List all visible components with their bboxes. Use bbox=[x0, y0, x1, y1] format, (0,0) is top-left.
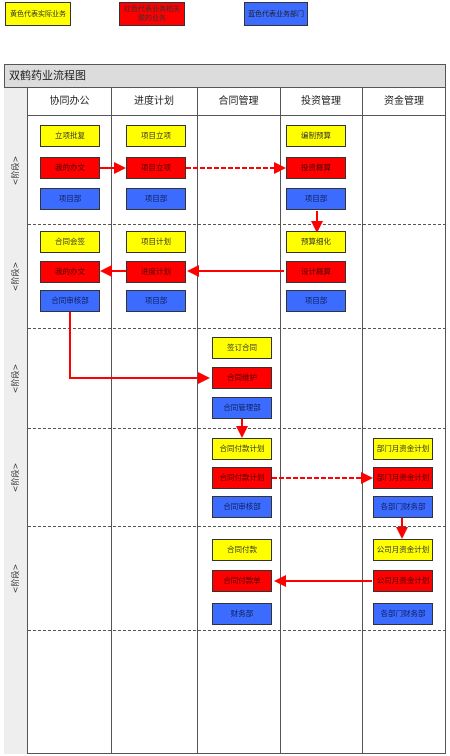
box-hetong-fukuan[interactable]: 合同付款 bbox=[212, 539, 272, 561]
box-xiangmubu-3[interactable]: 项目部 bbox=[286, 290, 346, 312]
box-gebumen-caiwubu[interactable]: 各部门财务部 bbox=[373, 496, 433, 518]
lane-divider bbox=[362, 88, 363, 754]
lane-divider bbox=[280, 88, 281, 754]
box-caiwubu[interactable]: 财务部 bbox=[212, 603, 272, 625]
box-gebumen-caiwubu-2[interactable]: 各部门财务部 bbox=[373, 603, 433, 625]
box-hetong-weihu[interactable]: 合同维护 bbox=[212, 367, 272, 389]
lane-divider bbox=[111, 88, 112, 754]
lane-header-xietong: 协同办公 bbox=[28, 88, 111, 116]
box-xiangmubu-2[interactable]: 项目部 bbox=[126, 290, 186, 312]
box-hetong-fukuan-jihua[interactable]: 合同付款计划 bbox=[212, 438, 272, 460]
box-bumen-yue-zijin-jihua[interactable]: 部门月资金计划 bbox=[373, 438, 433, 460]
lane-header-touzi: 投资管理 bbox=[280, 88, 362, 116]
lane-header-jindu: 进度计划 bbox=[111, 88, 197, 116]
box-xiangmubu[interactable]: 项目部 bbox=[126, 188, 186, 210]
stage-divider bbox=[28, 328, 446, 329]
box-xiangmu-lixiang-related[interactable]: 项目立项 bbox=[126, 157, 186, 179]
box-xiangmubu[interactable]: 项目部 bbox=[40, 188, 100, 210]
stage-column bbox=[4, 88, 28, 754]
stage-label-3: <阶段> bbox=[11, 363, 21, 393]
box-bumen-yue-zijin-jihua-related[interactable]: 部门月资金计划 bbox=[373, 467, 433, 489]
box-bianzhi-yusuan[interactable]: 编制预算 bbox=[286, 125, 346, 147]
box-gongsi-yue-zijin-jihua[interactable]: 公司月资金计划 bbox=[373, 539, 433, 561]
lane-header-hetong: 合同管理 bbox=[197, 88, 280, 116]
box-qianding-hetong[interactable]: 签订合同 bbox=[212, 337, 272, 359]
legend-blue: 蓝色代表业务部门 bbox=[244, 2, 308, 26]
stage-label-2: <阶段> bbox=[11, 261, 21, 291]
stage-label-4: <阶段> bbox=[11, 462, 21, 492]
stage-divider bbox=[28, 526, 446, 527]
box-jindu-jihua[interactable]: 进度计划 bbox=[126, 261, 186, 283]
box-hetong-huiqian[interactable]: 合同会签 bbox=[40, 231, 100, 253]
stage-divider bbox=[28, 224, 446, 225]
box-hetong-fukuandan[interactable]: 合同付款单 bbox=[212, 570, 272, 592]
legend-yellow: 黄色代表实际业务 bbox=[5, 2, 71, 26]
box-wode-banwen[interactable]: 我的办文 bbox=[40, 157, 100, 179]
box-gongsi-yue-zijin-jihua-related[interactable]: 公司月资金计划 bbox=[373, 570, 433, 592]
box-hetong-fukuan-jihua-related[interactable]: 合同付款计划 bbox=[212, 467, 272, 489]
legend-red: 红色代表业务相关联的业务 bbox=[119, 2, 185, 26]
lane-header-zijin: 资金管理 bbox=[362, 88, 446, 116]
stage-divider bbox=[28, 428, 446, 429]
box-xiangmubu[interactable]: 项目部 bbox=[286, 188, 346, 210]
diagram-title: 双鹤药业流程图 bbox=[4, 64, 446, 88]
stage-divider bbox=[28, 630, 446, 631]
box-xiangmu-lixiang[interactable]: 项目立项 bbox=[126, 125, 186, 147]
box-wode-banwen-2[interactable]: 我的办文 bbox=[40, 261, 100, 283]
stage-label-1: <阶段> bbox=[11, 155, 21, 185]
box-touzi-gaisuan[interactable]: 投资概算 bbox=[286, 157, 346, 179]
lane-divider bbox=[197, 88, 198, 754]
box-hetong-guanlibu[interactable]: 合同管理部 bbox=[212, 397, 272, 419]
box-sheji-gaisuan[interactable]: 设计概算 bbox=[286, 261, 346, 283]
stage-label-5: <阶段> bbox=[11, 563, 21, 593]
box-hetong-shenhebu[interactable]: 合同审核部 bbox=[40, 290, 100, 312]
box-yusuan-xihua[interactable]: 预算细化 bbox=[286, 231, 346, 253]
box-hetong-shenhebu-2[interactable]: 合同审核部 bbox=[212, 496, 272, 518]
box-xiangmu-jihua[interactable]: 项目计划 bbox=[126, 231, 186, 253]
box-lixiang-pifu[interactable]: 立项批复 bbox=[40, 125, 100, 147]
